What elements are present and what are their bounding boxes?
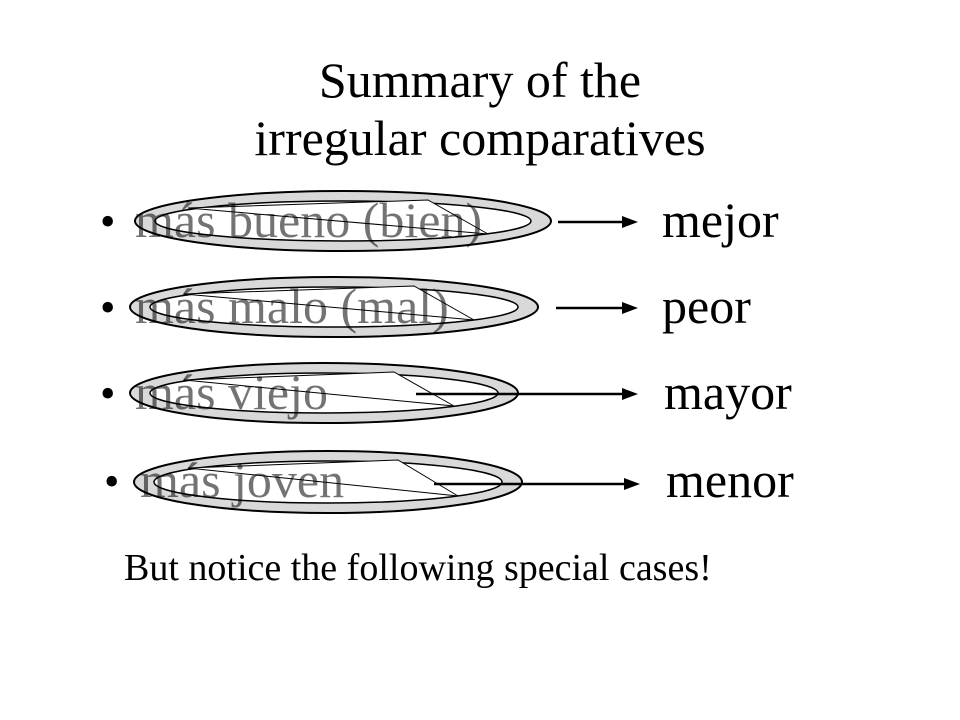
comparative-row: • más viejo mayor <box>0 358 960 438</box>
comparative-row: • más joven menor <box>0 446 960 526</box>
comparative-phrase: más viejo <box>135 364 329 420</box>
comparative-result: menor <box>666 452 794 508</box>
comparative-result: mejor <box>662 192 779 248</box>
ring-highlight-icon <box>133 450 523 514</box>
bullet-marker: • <box>100 283 116 332</box>
special-cases-note: But notice the following special cases! <box>124 547 712 589</box>
bullet-marker: • <box>104 457 120 506</box>
slide-title-line-1: Summary of the <box>318 52 642 108</box>
bullet-marker: • <box>100 369 116 418</box>
arrow-right-icon <box>558 216 638 228</box>
comparative-row: • más malo (mal) peor <box>0 272 960 352</box>
comparative-row: • más bueno (bien) mejor <box>0 186 960 266</box>
ring-highlight-icon <box>129 362 519 424</box>
comparative-result: mayor <box>664 364 792 420</box>
slide-title-line-2: irregular comparatives <box>254 110 706 166</box>
arrow-right-icon <box>416 388 638 400</box>
arrow-right-icon <box>434 478 640 490</box>
ring-highlight-icon <box>134 190 552 252</box>
comparative-phrase: más malo (mal) <box>135 278 449 334</box>
comparative-phrase: más bueno (bien) <box>135 192 483 248</box>
comparative-phrase: más joven <box>140 452 345 508</box>
ring-highlight-icon <box>129 276 539 338</box>
bullet-marker: • <box>100 197 116 246</box>
arrow-right-icon <box>556 302 638 314</box>
comparative-result: peor <box>662 278 751 334</box>
